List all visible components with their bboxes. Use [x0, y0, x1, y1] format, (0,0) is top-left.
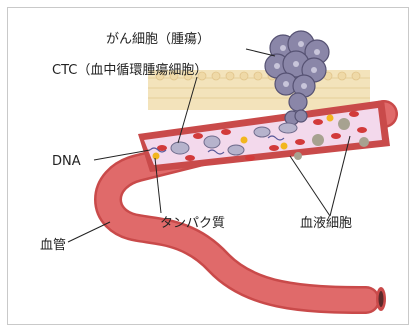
- vessel-opening: [376, 287, 386, 311]
- label-blood-cells: 血液細胞: [300, 216, 352, 231]
- label-protein: タンパク質: [160, 216, 225, 231]
- label-dna: DNA: [52, 154, 81, 169]
- label-blood-vessel: 血管: [40, 238, 66, 253]
- label-ctc: CTC（血中循環腫瘍細胞）: [52, 62, 207, 78]
- label-cancer-cell: がん細胞（腫瘍）: [106, 31, 210, 47]
